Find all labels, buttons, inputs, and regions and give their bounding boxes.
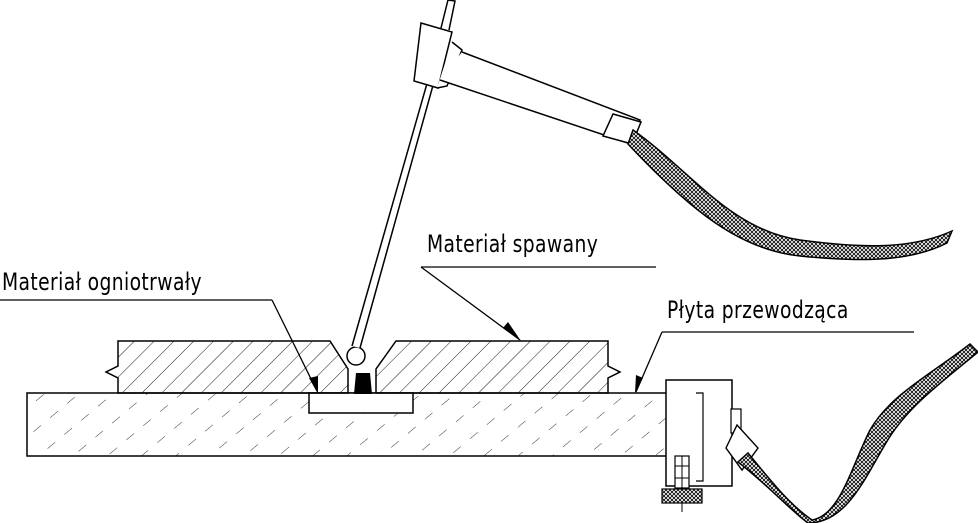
electrode-cable	[627, 128, 954, 261]
weld-bead	[354, 373, 372, 394]
workpiece-right	[375, 340, 622, 394]
electrode-tip	[346, 346, 366, 366]
leader-plate	[635, 331, 914, 393]
electrode-holder	[413, 22, 643, 145]
label-conductive-plate: Płyta przewodząca	[667, 296, 849, 324]
workpiece-left	[104, 340, 349, 394]
ground-cable	[725, 343, 978, 523]
refractory-insert	[308, 392, 414, 414]
leader-welded	[420, 266, 656, 341]
clamp-screw	[661, 455, 703, 512]
leader-refractory	[0, 299, 318, 394]
label-refractory-material: Materiał ogniotrwały	[2, 268, 202, 296]
label-welded-material: Materiał spawany	[427, 230, 599, 258]
